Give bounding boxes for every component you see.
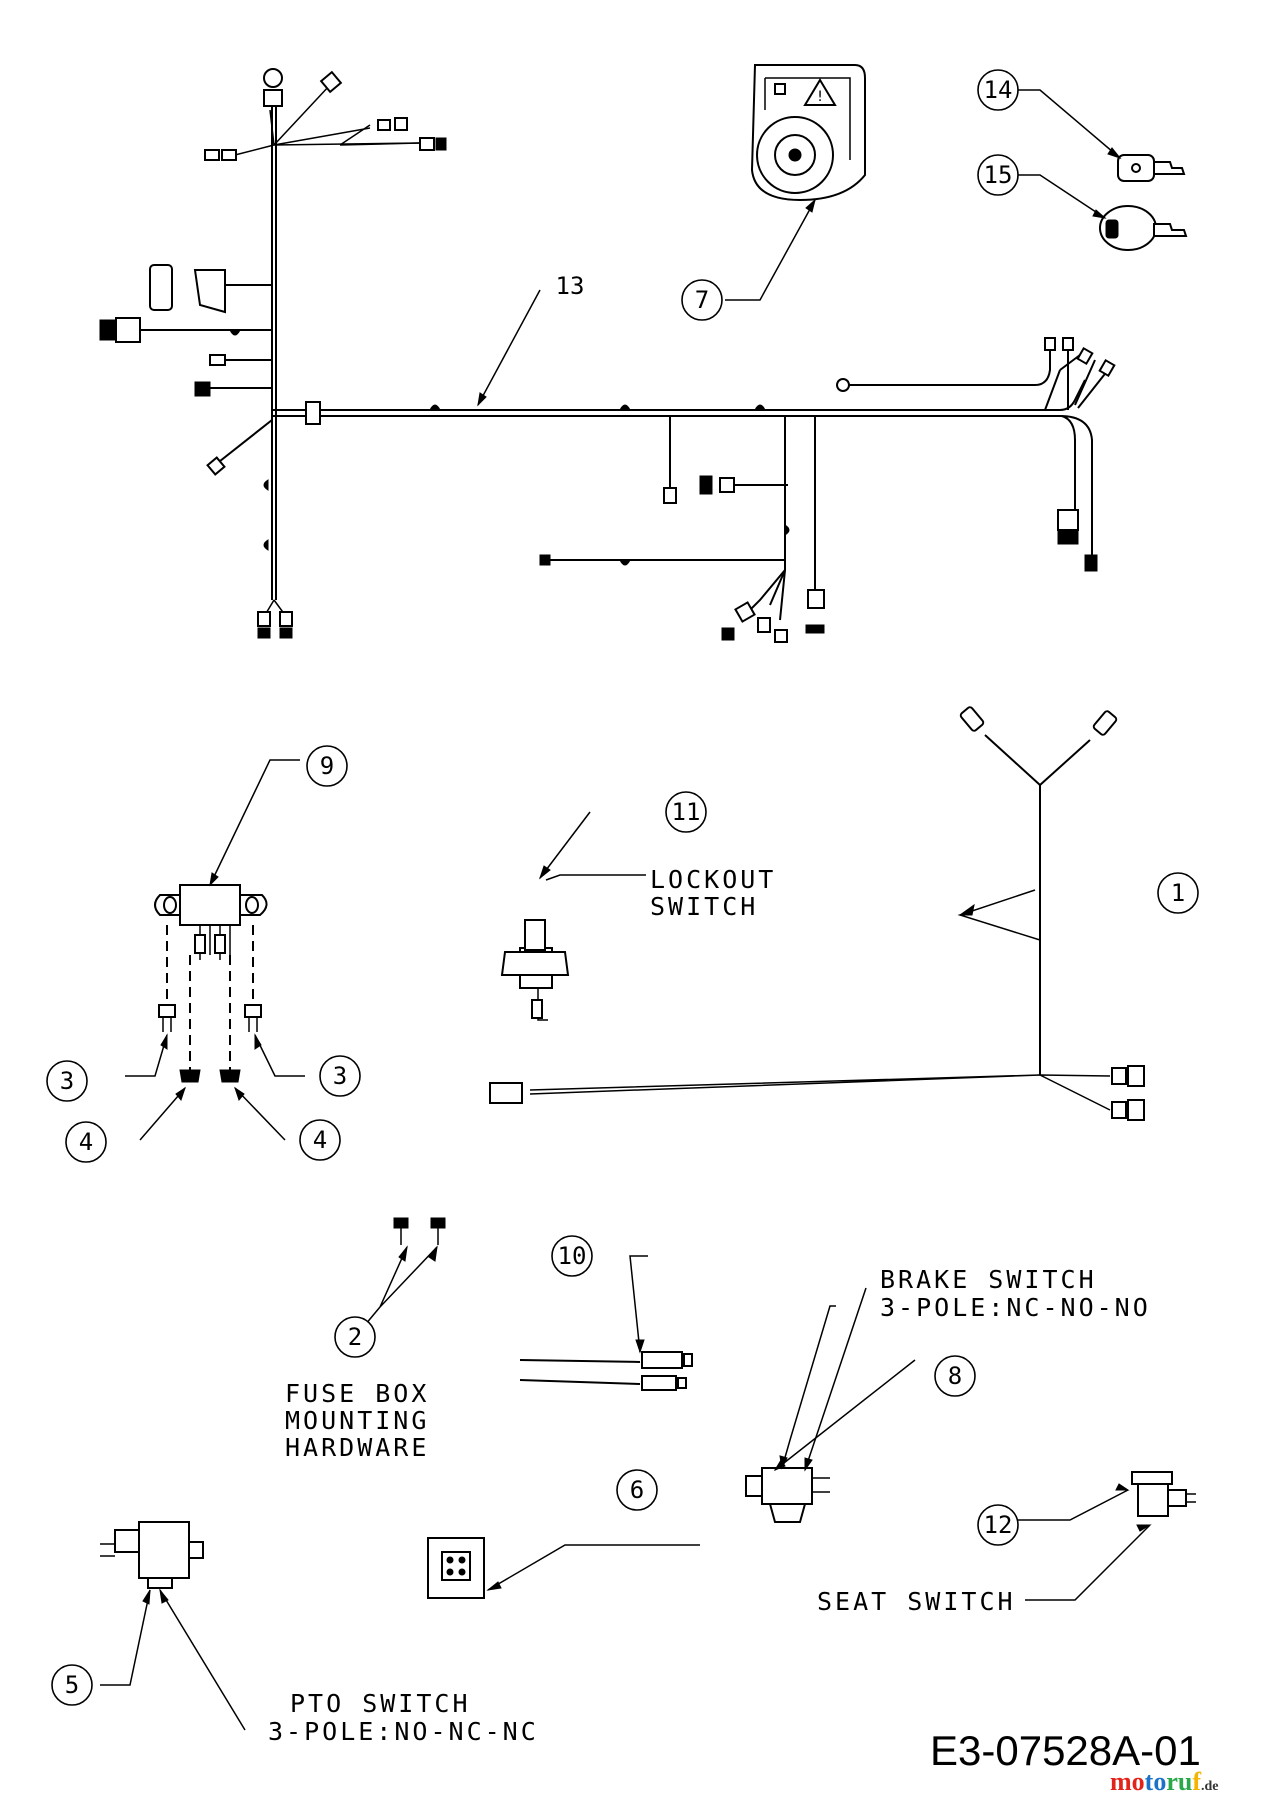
key-tag-part <box>1099 205 1188 251</box>
screw-part <box>158 1004 262 1032</box>
callout-4-right: 4 <box>299 1119 341 1161</box>
ignition-switch-part: ! <box>750 64 866 202</box>
svg-text:4: 4 <box>313 1126 327 1154</box>
svg-text:8: 8 <box>948 1362 962 1390</box>
svg-text:10: 10 <box>558 1242 587 1270</box>
svg-text:2: 2 <box>348 1323 362 1351</box>
callout-3-right: 3 <box>319 1055 361 1097</box>
fuse-box-label-line3: HARDWARE <box>285 1433 429 1462</box>
fuse-box-label-line1: FUSE BOX <box>285 1379 429 1408</box>
callout-11: 11 <box>665 791 707 833</box>
fuse-box-part <box>427 1537 485 1599</box>
svg-text:4: 4 <box>79 1128 93 1156</box>
callout-7: 7 <box>681 279 723 321</box>
fuse-holder-part <box>519 1351 693 1391</box>
ignition-key-part <box>1117 154 1186 182</box>
svg-text:13: 13 <box>556 272 585 300</box>
lockout-label-line1: LOCKOUT <box>650 865 776 894</box>
svg-text:9: 9 <box>320 752 334 780</box>
watermark-logo: motoruf.de <box>1110 1767 1219 1796</box>
lockout-label-line2: SWITCH <box>650 892 758 921</box>
callout-3-left: 3 <box>46 1060 88 1102</box>
callout-6: 6 <box>616 1469 658 1511</box>
diagram-reference-number: E3-07528A-01 <box>930 1727 1201 1774</box>
pto-switch-label-line1: PTO SWITCH <box>290 1689 471 1718</box>
svg-text:3: 3 <box>60 1067 74 1095</box>
svg-text:3: 3 <box>333 1062 347 1090</box>
main-wire-harness <box>99 68 1116 643</box>
callout-4-left: 4 <box>65 1121 107 1163</box>
brake-switch-label-line1: BRAKE SWITCH <box>880 1265 1097 1294</box>
seat-switch-label: SEAT SWITCH <box>817 1587 1016 1616</box>
relay-part <box>154 884 268 1070</box>
fuse-box-hardware-part <box>393 1217 446 1245</box>
callout-15: 15 <box>977 154 1019 196</box>
svg-text:14: 14 <box>984 76 1013 104</box>
svg-text:5: 5 <box>65 1671 79 1699</box>
callout-8: 8 <box>934 1355 976 1397</box>
brake-switch-label-line2: 3-POLE:NC-NO-NO <box>880 1293 1151 1322</box>
callout-9: 9 <box>306 745 348 787</box>
lockout-switch-part <box>500 919 570 1021</box>
pto-switch-part <box>100 1521 204 1589</box>
svg-text:11: 11 <box>672 798 701 826</box>
callout-14: 14 <box>977 69 1019 111</box>
callout-10: 10 <box>551 1235 593 1277</box>
nut-part <box>179 1069 241 1083</box>
pto-switch-label-line2: 3-POLE:NO-NC-NC <box>268 1717 539 1746</box>
callout-2: 2 <box>334 1316 376 1358</box>
y-harness-part <box>489 706 1145 1121</box>
svg-text:1: 1 <box>1171 879 1185 907</box>
svg-text:motoruf.de: motoruf.de <box>1110 1767 1219 1796</box>
svg-text:!: ! <box>817 89 823 105</box>
svg-text:6: 6 <box>630 1476 644 1504</box>
callout-13: 13 <box>556 272 585 300</box>
callout-12: 12 <box>977 1504 1019 1546</box>
svg-text:12: 12 <box>984 1511 1013 1539</box>
callout-1: 1 <box>1157 872 1199 914</box>
brake-switch-part <box>745 1467 830 1523</box>
seat-switch-part <box>1131 1471 1196 1517</box>
svg-text:15: 15 <box>984 161 1013 189</box>
svg-text:7: 7 <box>695 286 709 314</box>
fuse-box-label-line2: MOUNTING <box>285 1406 429 1435</box>
callout-5: 5 <box>51 1664 93 1706</box>
